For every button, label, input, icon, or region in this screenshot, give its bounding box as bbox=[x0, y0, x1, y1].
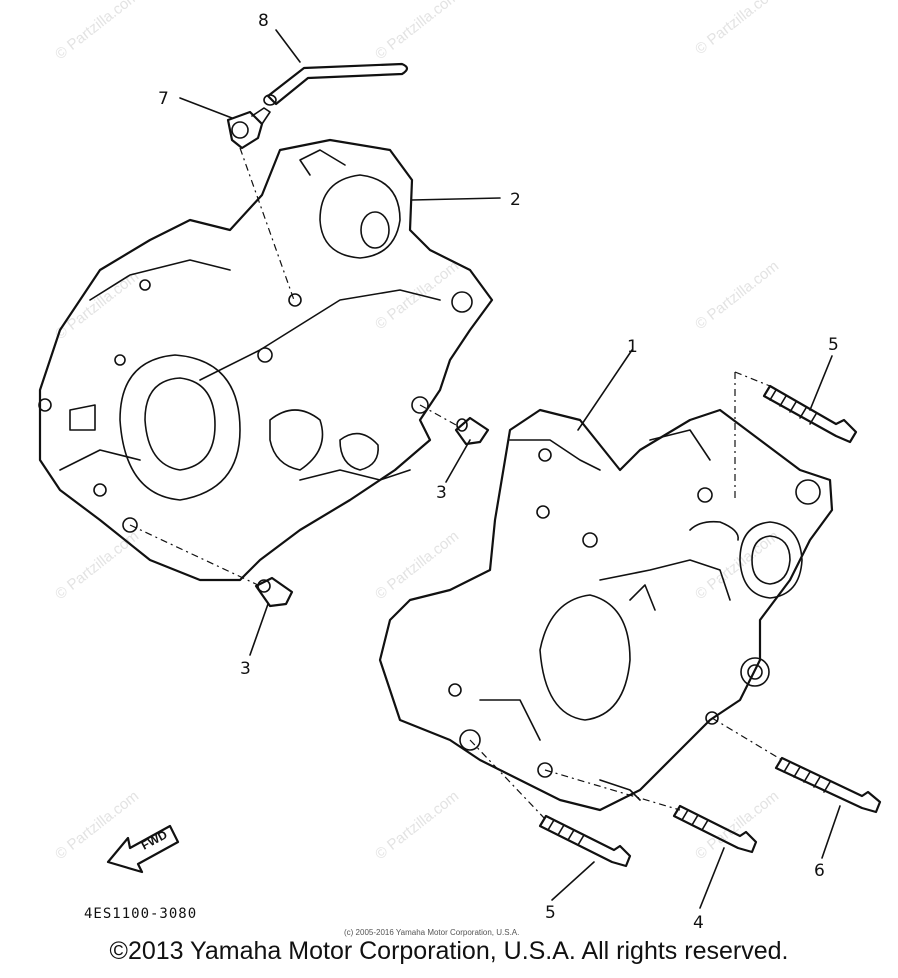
right-crankcase-part-1 bbox=[378, 408, 834, 812]
callout-7: 7 bbox=[158, 89, 169, 109]
callout-3-upper: 3 bbox=[436, 483, 447, 503]
copyright-notice: ©2013 Yamaha Motor Corporation, U.S.A. A… bbox=[109, 937, 789, 965]
watermark: © Partzilla.com bbox=[692, 0, 782, 58]
breather-fitting-part-7 bbox=[226, 107, 295, 301]
left-crankcase-part-2 bbox=[38, 138, 494, 582]
callout-2: 2 bbox=[510, 190, 521, 210]
small-copyright: (c) 2005-2016 Yamaha Motor Corporation, … bbox=[344, 928, 519, 937]
diagram-code: 4ES1100-3080 bbox=[84, 906, 197, 922]
callout-8: 8 bbox=[258, 11, 269, 31]
dowel-pin-part-3-lower bbox=[129, 524, 294, 608]
bolt-part-4 bbox=[544, 769, 758, 854]
leader-lines bbox=[179, 29, 841, 909]
callout-5-upper: 5 bbox=[828, 335, 839, 355]
callout-1: 1 bbox=[627, 337, 638, 357]
bolt-part-6 bbox=[711, 717, 882, 814]
hose-part-8 bbox=[263, 62, 409, 106]
forward-arrow-icon: FWD bbox=[106, 824, 180, 874]
bolt-part-5-lower bbox=[469, 739, 632, 868]
watermark: © Partzilla.com bbox=[52, 0, 142, 63]
watermark: © Partzilla.com bbox=[52, 788, 142, 864]
callout-6: 6 bbox=[814, 861, 825, 881]
watermark: © Partzilla.com bbox=[372, 0, 462, 63]
callout-5-lower: 5 bbox=[545, 903, 556, 923]
bolt-part-5-upper bbox=[734, 371, 858, 500]
dowel-pin-part-3-upper bbox=[419, 404, 490, 446]
callout-4: 4 bbox=[693, 913, 704, 933]
callout-3-lower: 3 bbox=[240, 659, 251, 679]
watermark: © Partzilla.com bbox=[372, 528, 462, 604]
watermark: © Partzilla.com bbox=[372, 258, 462, 334]
watermark: © Partzilla.com bbox=[372, 788, 462, 864]
callout-labels: 8 7 2 1 5 3 3 6 5 4 bbox=[158, 11, 839, 933]
watermark: © Partzilla.com bbox=[692, 258, 782, 334]
watermark: © Partzilla.com bbox=[52, 528, 142, 604]
watermark: © Partzilla.com bbox=[52, 268, 142, 344]
